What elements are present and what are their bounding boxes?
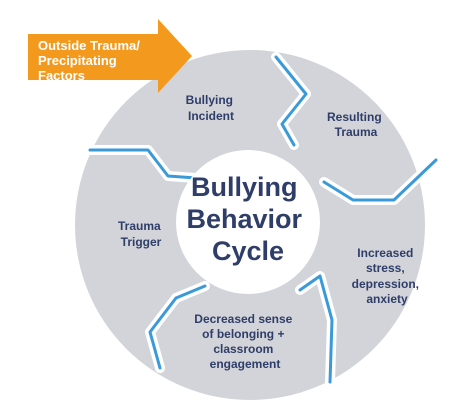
segment-label-line: Trigger [121,235,162,249]
segment-label-line: Decreased sense [194,312,292,326]
outside-trauma-callout: Outside Trauma/ Precipitating Factors [28,19,192,93]
segment-label-line: depression, [352,277,419,291]
divider-left [85,145,201,183]
divider-top [271,52,311,150]
callout-label-line: Factors [38,68,85,83]
segment-label-increased-stress: Increased stress, depression, anxiety [352,246,423,306]
center-hub [176,150,320,294]
segment-label-line: of belonging + [202,327,284,341]
segment-label-line: stress, [366,261,405,275]
segment-label-line: Trauma [335,125,378,139]
center-title-line: Cycle [212,236,284,266]
segment-label-line: classroom [213,342,273,356]
segment-label-line: Bullying [186,93,233,107]
segment-label-resulting-trauma: Resulting Trauma [327,110,385,139]
segment-label-line: Resulting [327,110,382,124]
center-title: Bullying Behavior Cycle [186,172,309,266]
segment-dividers [85,52,441,387]
segment-label-decreased-belonging: Decreased sense of belonging + classroom… [194,312,295,371]
segment-label-line: Incident [188,109,234,123]
segment-label-bullying-incident: Bullying Incident [186,93,237,123]
divider-right [319,155,441,205]
divider-bottom-left [145,281,210,373]
callout-label-line: Outside Trauma/ [38,38,140,53]
segment-label-trauma-trigger: Trauma Trigger [118,219,164,249]
callout-arrow-shape [28,19,192,93]
segment-label-line: engagement [210,357,281,371]
center-title-line: Bullying [191,172,298,202]
segment-label-line: Increased [357,246,413,260]
callout-label: Outside Trauma/ Precipitating Factors [38,38,144,83]
segment-label-line: Trauma [118,219,161,233]
callout-label-line: Precipitating [38,53,117,68]
divider-bottom-right [295,271,337,387]
segment-label-line: anxiety [366,292,408,306]
center-title-line: Behavior [186,204,302,234]
